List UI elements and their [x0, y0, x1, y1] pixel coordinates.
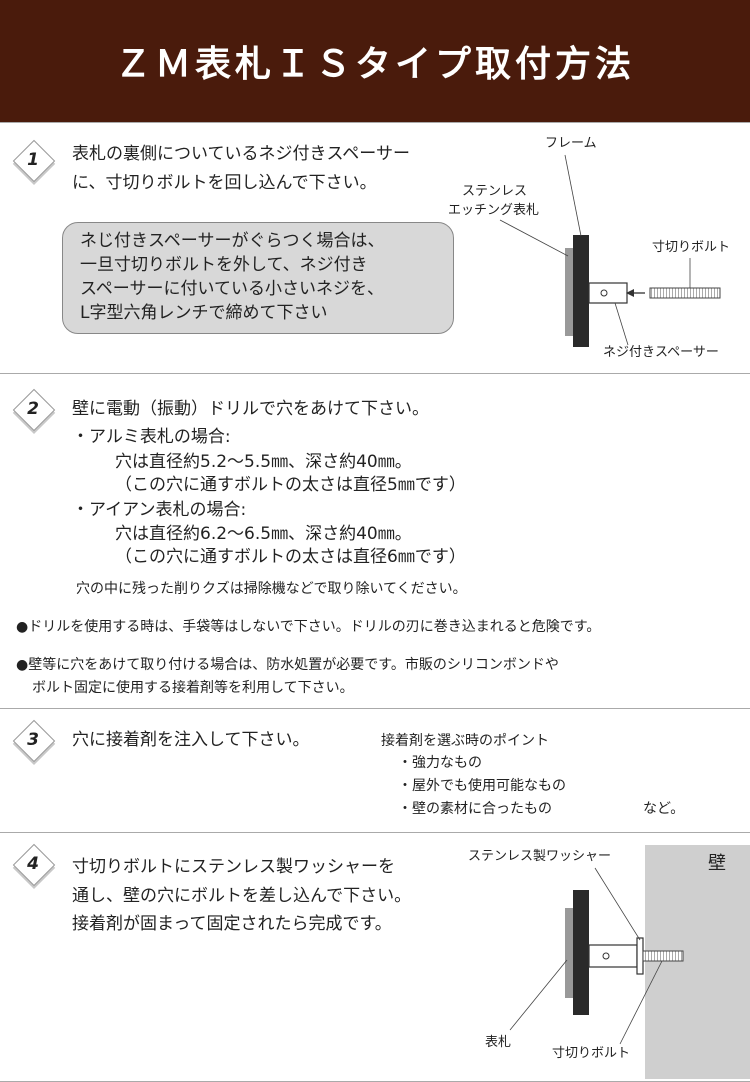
label-frame: フレーム [545, 136, 597, 151]
leader-plate-2 [509, 959, 568, 1031]
step-4-line-3: 接着剤が固まって固定されたら完成です。 [72, 914, 392, 934]
step-1-line-2: に、寸切りボルトを回し込んで下さい。 [72, 173, 377, 193]
spacer-screw [600, 289, 608, 297]
leader-plate [499, 219, 569, 257]
plate-gray-2 [565, 908, 573, 998]
section-2-divider [0, 373, 750, 374]
section-3-divider [0, 708, 750, 709]
section-4-divider [0, 832, 750, 833]
step-1-number: 1 [27, 150, 39, 170]
adhesive-point-1: ・強力なもの [398, 755, 482, 771]
step-2-line-1: 壁に電動（振動）ドリルで穴をあけて下さい。 [72, 399, 429, 419]
step-1-line-1: 表札の裏側についているネジ付きスペーサー [72, 144, 410, 164]
adhesive-point-3: ・壁の素材に合ったもの [398, 801, 552, 817]
washer [636, 937, 644, 975]
step-1-note-line-4: L字型六角レンチで締めて下さい [80, 303, 328, 323]
label-plate: 表札 [485, 1035, 512, 1050]
spacer-body-2 [588, 944, 638, 968]
step-1-note-line-3: スペーサーに付いている小さいネジを、 [80, 279, 384, 299]
leader-spacer [614, 302, 629, 346]
label-washer: ステンレス製ワッシャー [468, 849, 612, 864]
warning-waterproof-1: ●壁等に穴をあけて取り付ける場合は、防水処置が必要です。市販のシリコンボンドや [16, 657, 559, 673]
step-1-diagram [499, 154, 721, 347]
spacer-screw-2 [602, 952, 610, 960]
step-2-line-5: ・アイアン表札の場合: [72, 500, 247, 520]
arrow-head [626, 289, 634, 297]
bolt-2 [642, 950, 684, 962]
label-bolt-1: 寸切りボルト [652, 240, 731, 255]
wall-block [645, 845, 750, 1079]
step-2-line-4: （この穴に通すボルトの太さは直径5㎜です） [115, 475, 466, 495]
step-2-line-2: ・アルミ表札の場合: [72, 427, 231, 447]
plate-gray [565, 248, 573, 336]
step-2-number: 2 [27, 399, 39, 419]
step-1-note-box [62, 222, 454, 334]
step-3-text: 穴に接着剤を注入して下さい。 [72, 730, 310, 750]
warning-drill: ●ドリルを使用する時は、手袋等はしないで下さい。ドリルの刃に巻き込まれると危険で… [16, 619, 601, 635]
adhesive-etc: など。 [643, 801, 685, 817]
frame-black-2 [573, 890, 589, 1015]
section-1-divider [0, 122, 750, 123]
label-bolt-2: 寸切りボルト [552, 1046, 631, 1061]
spacer-body [588, 282, 628, 304]
warning-waterproof-2: ボルト固定に使用する接着剤等を利用して下さい。 [32, 680, 354, 696]
label-etching-plate: エッチング表札 [448, 203, 540, 218]
step-4-number: 4 [27, 854, 39, 874]
step-1-note-line-2: 一旦寸切りボルトを外して、ネジ付き [80, 255, 368, 275]
step-4-diagram [509, 867, 684, 1045]
adhesive-point-2: ・屋外でも使用可能なもの [398, 778, 566, 794]
step-2-cleanup: 穴の中に残った削りクズは掃除機などで取り除いてください。 [76, 581, 467, 597]
frame-black [573, 235, 589, 347]
page-title: ＺＭ表札ＩＳタイプ取付方法 [114, 44, 635, 85]
step-2-line-7: （この穴に通すボルトの太さは直径6㎜です） [115, 547, 466, 567]
step-3-number: 3 [27, 730, 39, 750]
adhesive-points-title: 接着剤を選ぶ時のポイント [381, 733, 549, 749]
label-wall: 壁 [708, 853, 726, 874]
leader-bolt-2 [619, 960, 663, 1045]
step-2-line-6: 穴は直径約6.2～6.5㎜、深さ約40㎜。 [115, 524, 412, 544]
step-4-line-2: 通し、壁の穴にボルトを差し込んで下さい。 [72, 886, 412, 906]
leader-frame [564, 154, 582, 237]
step-4-line-1: 寸切りボルトにステンレス製ワッシャーを [72, 857, 395, 877]
label-stainless: ステンレス [462, 184, 528, 199]
title-banner: ＺＭ表札ＩＳタイプ取付方法 [0, 0, 750, 122]
step-1-note-line-1: ネじ付きスペーサーがぐらつく場合は、 [80, 231, 385, 251]
bolt-1 [649, 287, 721, 299]
step-2-line-3: 穴は直径約5.2～5.5㎜、深さ約40㎜。 [115, 452, 412, 472]
label-spacer: ネジ付きスペーサー [603, 345, 719, 360]
leader-washer [594, 867, 641, 941]
